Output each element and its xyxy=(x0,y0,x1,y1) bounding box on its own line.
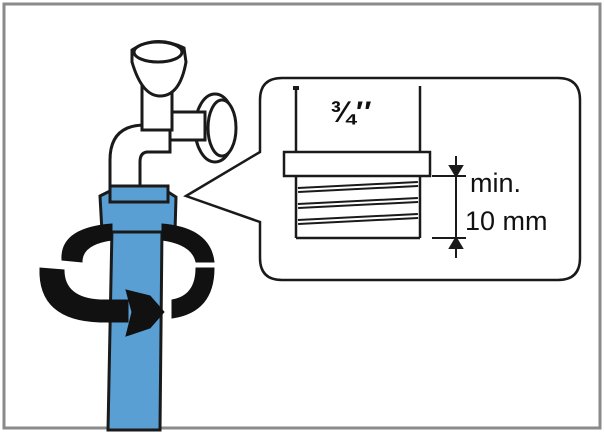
water-tap-icon xyxy=(108,40,238,188)
dimension-arrows-icon xyxy=(432,156,466,258)
thread-size-label: ¾′′ xyxy=(330,96,373,129)
rotate-arrow-icon xyxy=(39,223,215,337)
callout-box xyxy=(183,76,582,282)
min-label: min. xyxy=(470,168,522,198)
thread-connector-icon xyxy=(282,86,432,240)
min-distance-label: 10 mm xyxy=(465,206,548,236)
